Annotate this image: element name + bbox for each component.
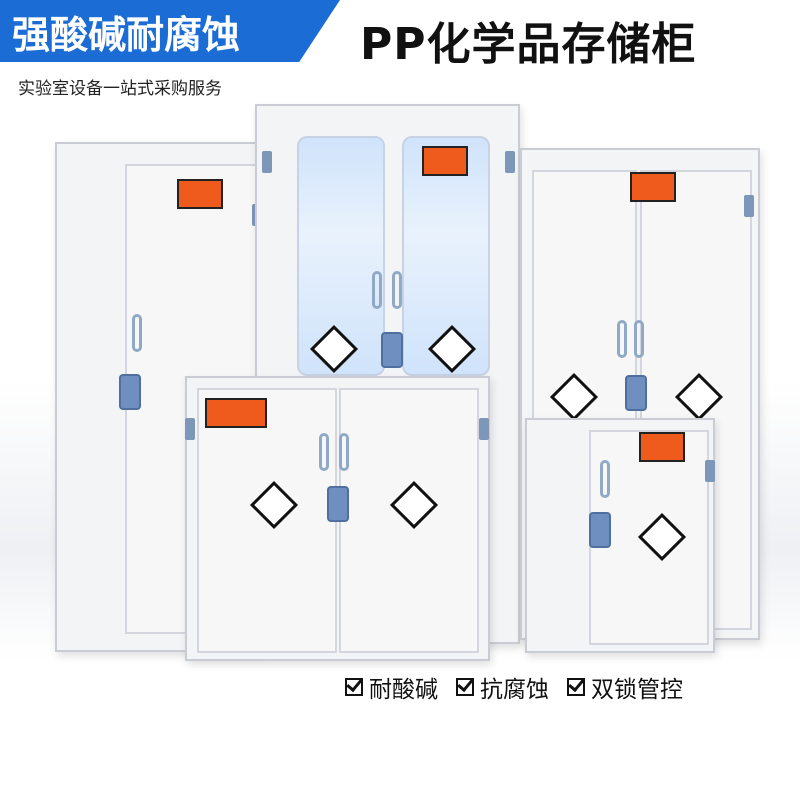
door-handle (600, 460, 610, 498)
door-handle (634, 320, 644, 358)
cabinet-small-right (525, 418, 715, 653)
lock-icon (327, 486, 349, 522)
subtitle: 实验室设备一站式采购服务 (18, 79, 222, 99)
door-handle (392, 271, 402, 309)
warning-label (177, 179, 223, 209)
feature-label: 抗腐蚀 (480, 677, 549, 703)
badge: 强酸碱耐腐蚀 (0, 0, 340, 62)
hinge-icon (185, 418, 195, 440)
door-handle (319, 433, 329, 471)
lock-icon (381, 332, 403, 368)
feature-label: 耐酸碱 (369, 677, 438, 703)
warning-label (639, 432, 685, 462)
hinge-icon (505, 151, 515, 173)
hinge-icon (744, 195, 754, 217)
checkbox-icon (567, 678, 585, 696)
feature-label: 双锁管控 (591, 677, 683, 703)
lock-icon (625, 375, 647, 411)
warning-label (205, 398, 267, 428)
product-title: PP化学品存储柜 (360, 19, 697, 70)
lock-icon (589, 512, 611, 548)
hinge-icon (262, 151, 272, 173)
door-handle (372, 271, 382, 309)
warning-label (630, 172, 676, 202)
door-handle (132, 314, 142, 352)
cabinet-front-low (185, 376, 490, 661)
header: 强酸碱耐腐蚀 PP化学品存储柜 实验室设备一站式采购服务 (0, 0, 800, 100)
feature-list: 耐酸碱 抗腐蚀 双锁管控 (345, 670, 683, 704)
feature-item: 耐酸碱 (345, 670, 438, 704)
feature-item: 抗腐蚀 (456, 670, 549, 704)
hinge-icon (479, 418, 489, 440)
feature-item: 双锁管控 (567, 670, 683, 704)
lock-icon (119, 374, 141, 410)
warning-label (422, 146, 468, 176)
door-handle (339, 433, 349, 471)
checkbox-icon (345, 678, 363, 696)
checkbox-icon (456, 678, 474, 696)
door-handle (617, 320, 627, 358)
hinge-icon (705, 460, 715, 482)
